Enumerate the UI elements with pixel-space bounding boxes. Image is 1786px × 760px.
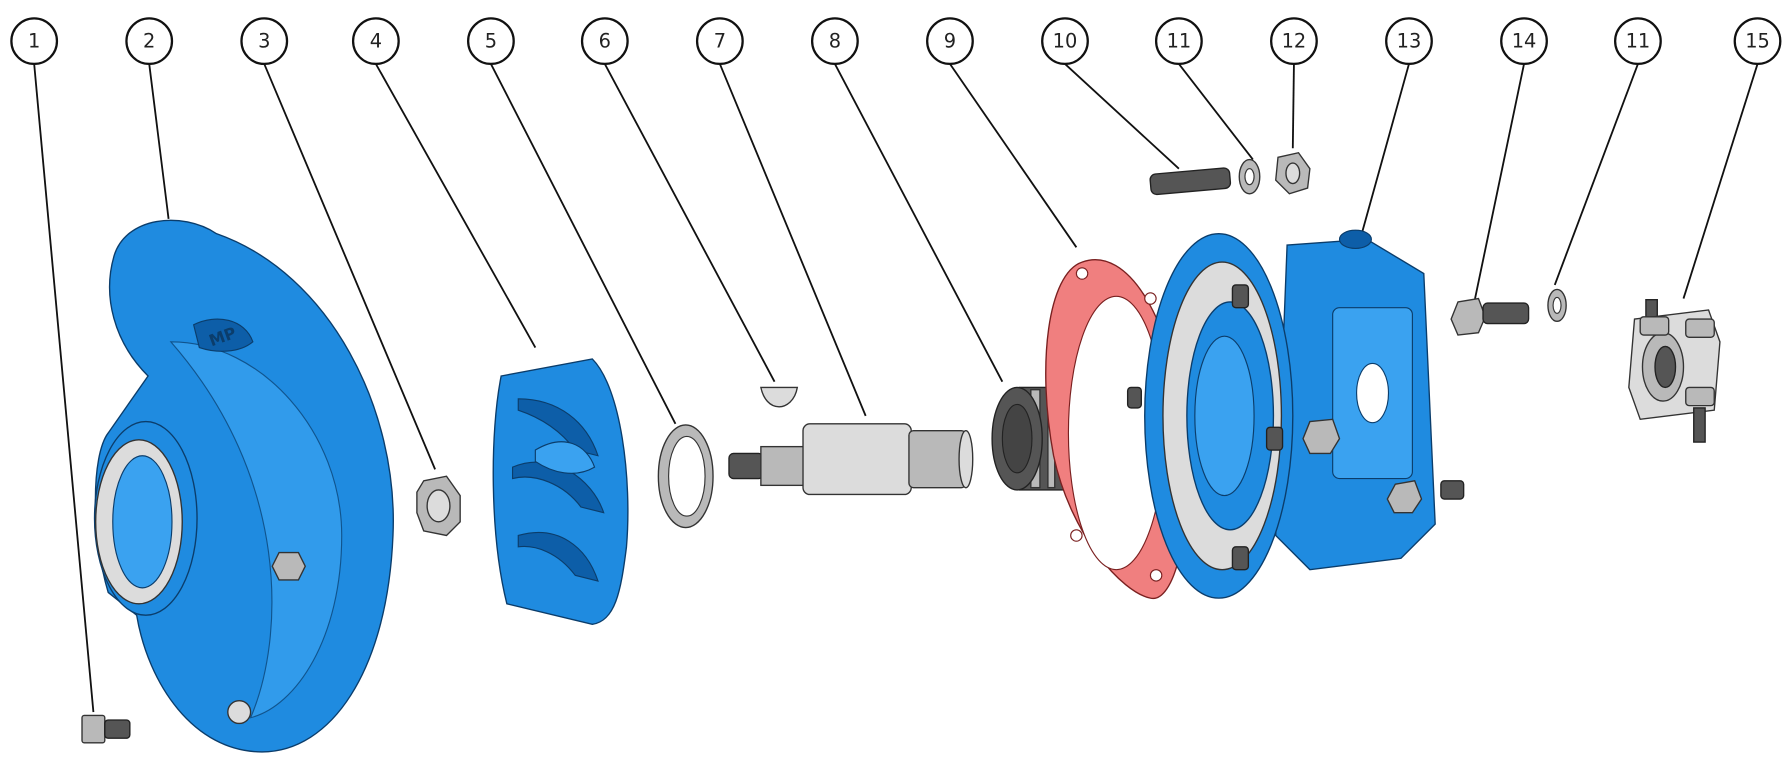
leader-9 [949,63,1078,248]
leader-5 [490,63,677,425]
balloon-12: 12 [1270,17,1318,66]
balloon-6: 6 [580,17,629,66]
balloon-2: 2 [125,17,174,66]
balloon-label: 1 [28,30,40,53]
leader-10 [1064,63,1180,170]
balloon-label: 12 [1282,30,1307,53]
balloon-label: 11 [1167,30,1192,53]
balloon-label: 2 [143,30,155,53]
balloon-label: 4 [370,30,382,53]
leader-2 [148,63,170,219]
balloon-label: 3 [258,30,270,53]
leader-7 [719,63,867,417]
leader-11 [1178,63,1254,161]
balloon-label: 15 [1745,30,1770,53]
balloon-label: 6 [599,30,611,53]
key-part [760,386,799,408]
washer-ring-part [657,424,714,529]
balloon-3: 3 [240,17,289,66]
balloon-8: 8 [810,17,859,66]
balloon-label: 10 [1053,30,1078,53]
leader-1 [33,63,95,713]
volute-casing-part: MP [93,219,394,753]
balloon-label: 14 [1512,30,1537,53]
balloon-10: 10 [1041,17,1089,66]
balloons: 1 2 3 4 5 6 7 8 9 10 11 12 13 14 11 15 [10,17,1782,66]
balloon-15: 15 [1733,17,1782,66]
balloon-13: 13 [1385,17,1433,66]
balloon-1: 1 [10,17,59,66]
balloon-11: 11 [1154,17,1203,66]
shaft-part [728,423,974,496]
balloon-9: 9 [926,17,974,66]
bracket-housing-part [1126,229,1465,599]
plug-part [81,714,131,744]
hex-nut-part [1275,151,1311,195]
leader-12 [1291,63,1295,149]
leader-15 [1682,63,1759,299]
leader-3 [263,63,436,470]
impeller-part [492,358,629,626]
shaft-coupling-part [1628,299,1721,443]
hex-bolt-part [1450,297,1530,336]
balloon-4: 4 [351,17,400,66]
lock-washer-part-2 [1547,288,1567,323]
impeller-nut-part [416,475,461,537]
stud-part [1149,167,1232,196]
leader-11b [1553,63,1639,286]
leader-lines [33,63,1759,713]
balloon-label: 9 [944,30,956,53]
leader-13 [1360,63,1410,237]
leader-8 [834,63,1004,383]
balloon-label: 13 [1397,30,1422,53]
balloon-14: 14 [1500,17,1548,66]
balloon-11-second: 11 [1614,17,1662,66]
balloon-label: 8 [829,30,841,53]
leader-6 [604,63,776,383]
balloon-label: 5 [485,30,497,53]
balloon-label: 11 [1626,30,1651,53]
lock-washer-part [1238,158,1261,195]
balloon-7: 7 [695,17,744,66]
balloon-5: 5 [467,17,515,66]
leader-14 [1474,63,1525,299]
balloon-label: 7 [714,30,726,53]
leader-4 [375,63,537,348]
